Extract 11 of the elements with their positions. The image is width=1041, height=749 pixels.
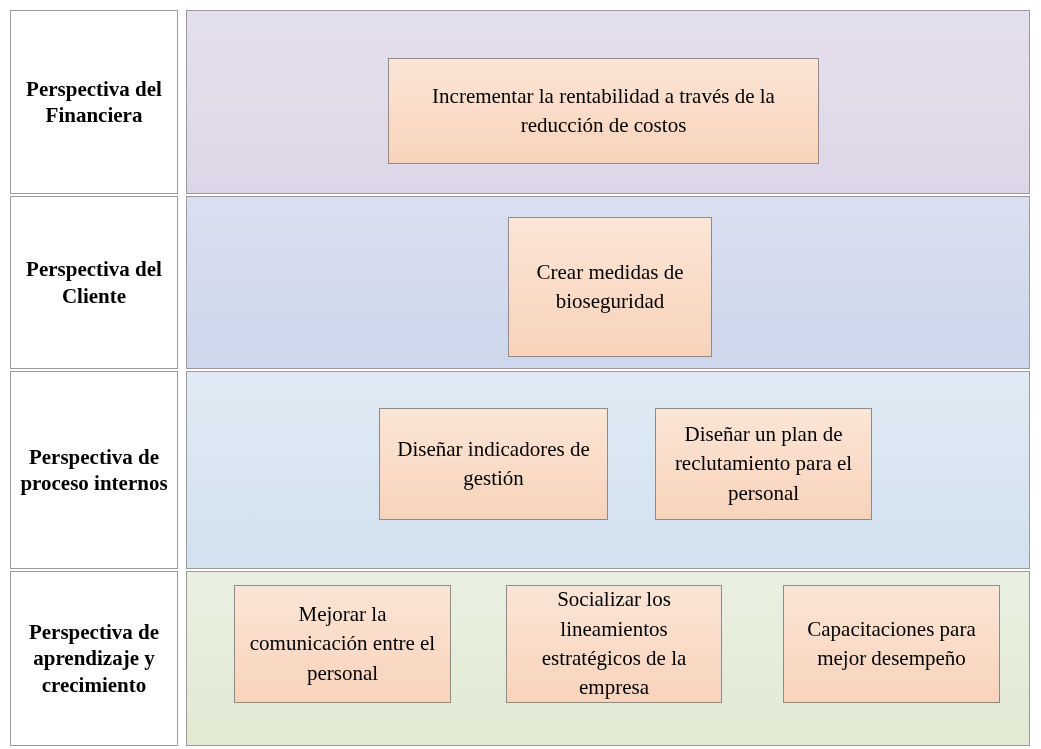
objective-box: Diseñar un plan de reclutamiento para el personal xyxy=(655,408,872,520)
objective-box: Crear medidas de bioseguridad xyxy=(508,217,712,357)
perspective-heading: Perspectiva del Financiera xyxy=(10,10,178,194)
perspective-heading: Perspectiva del Cliente xyxy=(10,196,178,369)
objective-box: Diseñar indicadores de gestión xyxy=(379,408,608,520)
perspective-heading: Perspectiva de proceso internos xyxy=(10,371,178,569)
objective-box: Incrementar la rentabilidad a través de la reducción de costos xyxy=(388,58,819,164)
objective-box: Capacitaciones para mejor desempeño xyxy=(783,585,1000,703)
objective-box: Socializar los lineamientos estratégicos de la empresa xyxy=(506,585,722,703)
objective-box: Mejorar la comunicación entre el personal xyxy=(234,585,451,703)
perspective-heading: Perspectiva de aprendizaje y crecimiento xyxy=(10,571,178,746)
